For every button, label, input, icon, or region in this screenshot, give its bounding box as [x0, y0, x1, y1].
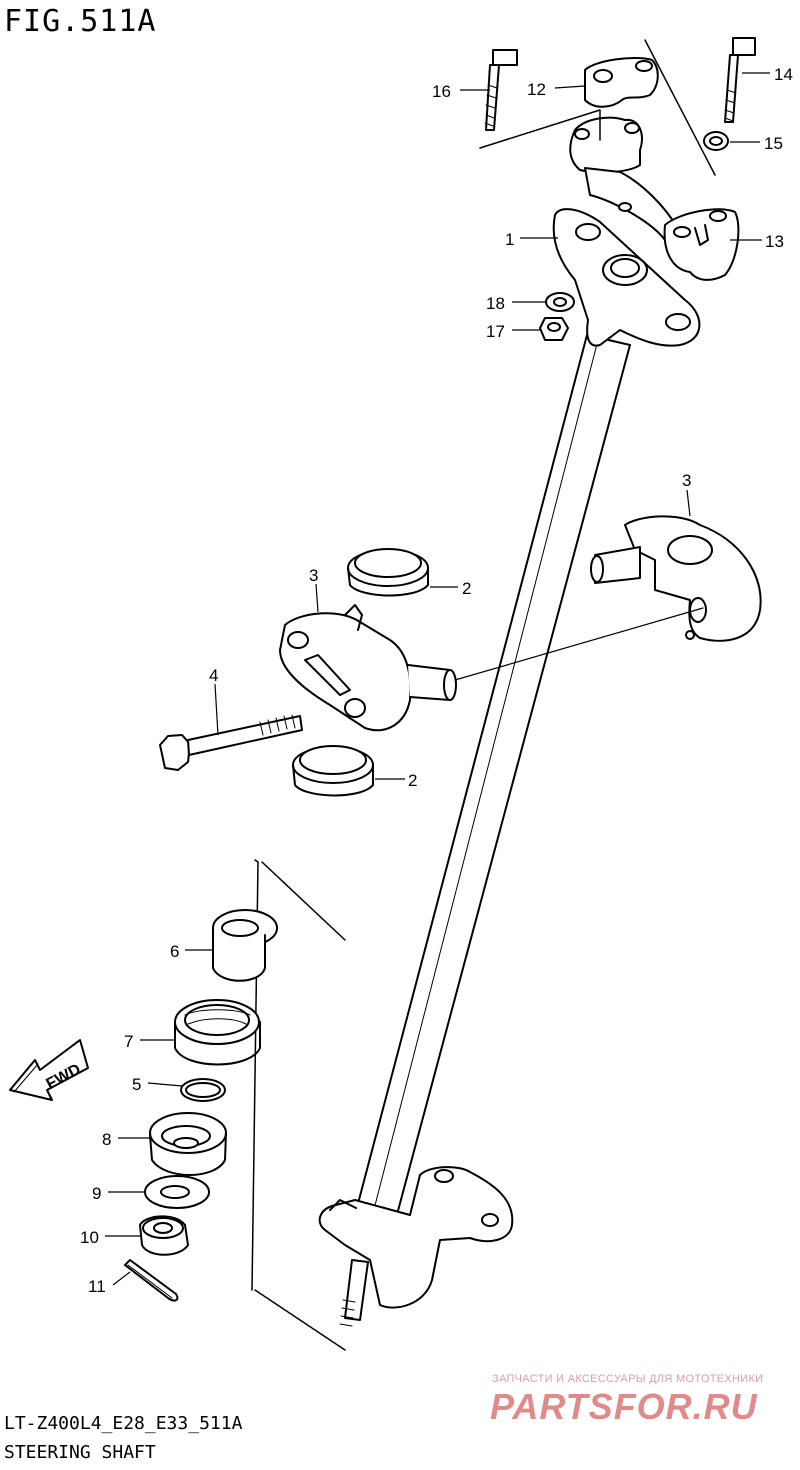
part-12-holder-cap	[584, 57, 659, 108]
figure-name: STEERING SHAFT	[4, 1442, 156, 1463]
part-6-collar	[212, 909, 278, 982]
callout-5: 5	[132, 1075, 141, 1094]
part-2-bushing-upper	[347, 548, 429, 597]
callout-7: 7	[124, 1032, 133, 1051]
callout-8: 8	[102, 1130, 111, 1149]
fwd-arrow-icon	[9, 1039, 89, 1101]
callout-2-upper: 2	[462, 579, 471, 598]
callout-3-right: 3	[682, 471, 691, 490]
callout-11: 11	[88, 1277, 106, 1296]
callout-18: 18	[486, 294, 505, 313]
part-17-nut	[539, 317, 569, 341]
part-18-washer	[545, 292, 575, 312]
part-3-shaft-holder-left	[279, 604, 457, 732]
callout-12: 12	[527, 80, 546, 99]
part-15-lock-washer	[703, 131, 729, 151]
part-7-bearing-race	[174, 999, 261, 1066]
callout-9: 9	[92, 1184, 101, 1203]
part-11-cotter-pin	[124, 1259, 179, 1302]
part-13-holder-cap	[663, 208, 740, 281]
part-2-bushing-lower	[292, 745, 374, 797]
part-1-upper-bracket	[552, 208, 701, 347]
part-4-bolt	[159, 714, 303, 771]
part-5-o-ring	[180, 1078, 226, 1102]
figure-title: FIG.511A	[4, 4, 157, 39]
callout-13: 13	[765, 232, 784, 251]
part-3-shaft-holder-right	[590, 515, 762, 642]
lower-steering-arm	[318, 1166, 514, 1327]
part-16-bolt	[484, 49, 518, 131]
callout-15: 15	[764, 134, 783, 153]
callout-3-left: 3	[309, 566, 318, 585]
watermark-tagline: ЗАПЧАСТИ И АКСЕССУАРЫ ДЛЯ МОТОТЕХНИКИ	[492, 1373, 764, 1385]
callout-16: 16	[432, 82, 451, 101]
callout-17: 17	[486, 322, 505, 341]
model-code: LT-Z400L4_E28_E33_511A	[4, 1413, 243, 1434]
callout-14: 14	[774, 65, 793, 84]
callout-6: 6	[170, 942, 179, 961]
part-10-castle-nut	[139, 1215, 189, 1256]
part-14-bolt	[724, 37, 756, 123]
callout-1: 1	[505, 230, 514, 249]
callout-10: 10	[80, 1228, 99, 1247]
part-8-dust-seal	[149, 1112, 227, 1176]
watermark-logo: PARTSFOR.RU	[490, 1386, 758, 1427]
callout-2-lower: 2	[408, 771, 417, 790]
callout-4: 4	[209, 666, 218, 685]
part-9-washer	[144, 1175, 210, 1209]
